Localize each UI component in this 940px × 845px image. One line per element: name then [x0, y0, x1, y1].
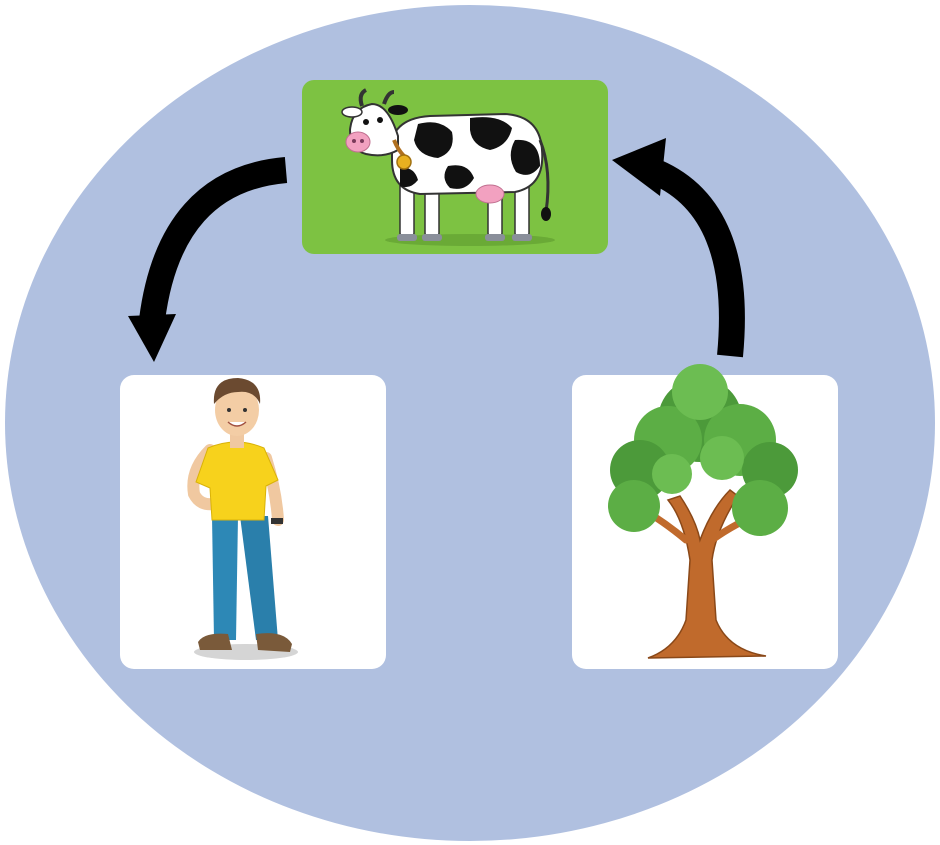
cow-node [302, 80, 608, 254]
arrow-tree-to-cow [612, 138, 745, 358]
cow-icon [341, 88, 555, 246]
tree-node [572, 364, 838, 669]
arrow-cow-to-man [128, 157, 288, 362]
tree-icon [608, 364, 798, 659]
man-icon [187, 378, 298, 660]
man-node [120, 375, 386, 669]
